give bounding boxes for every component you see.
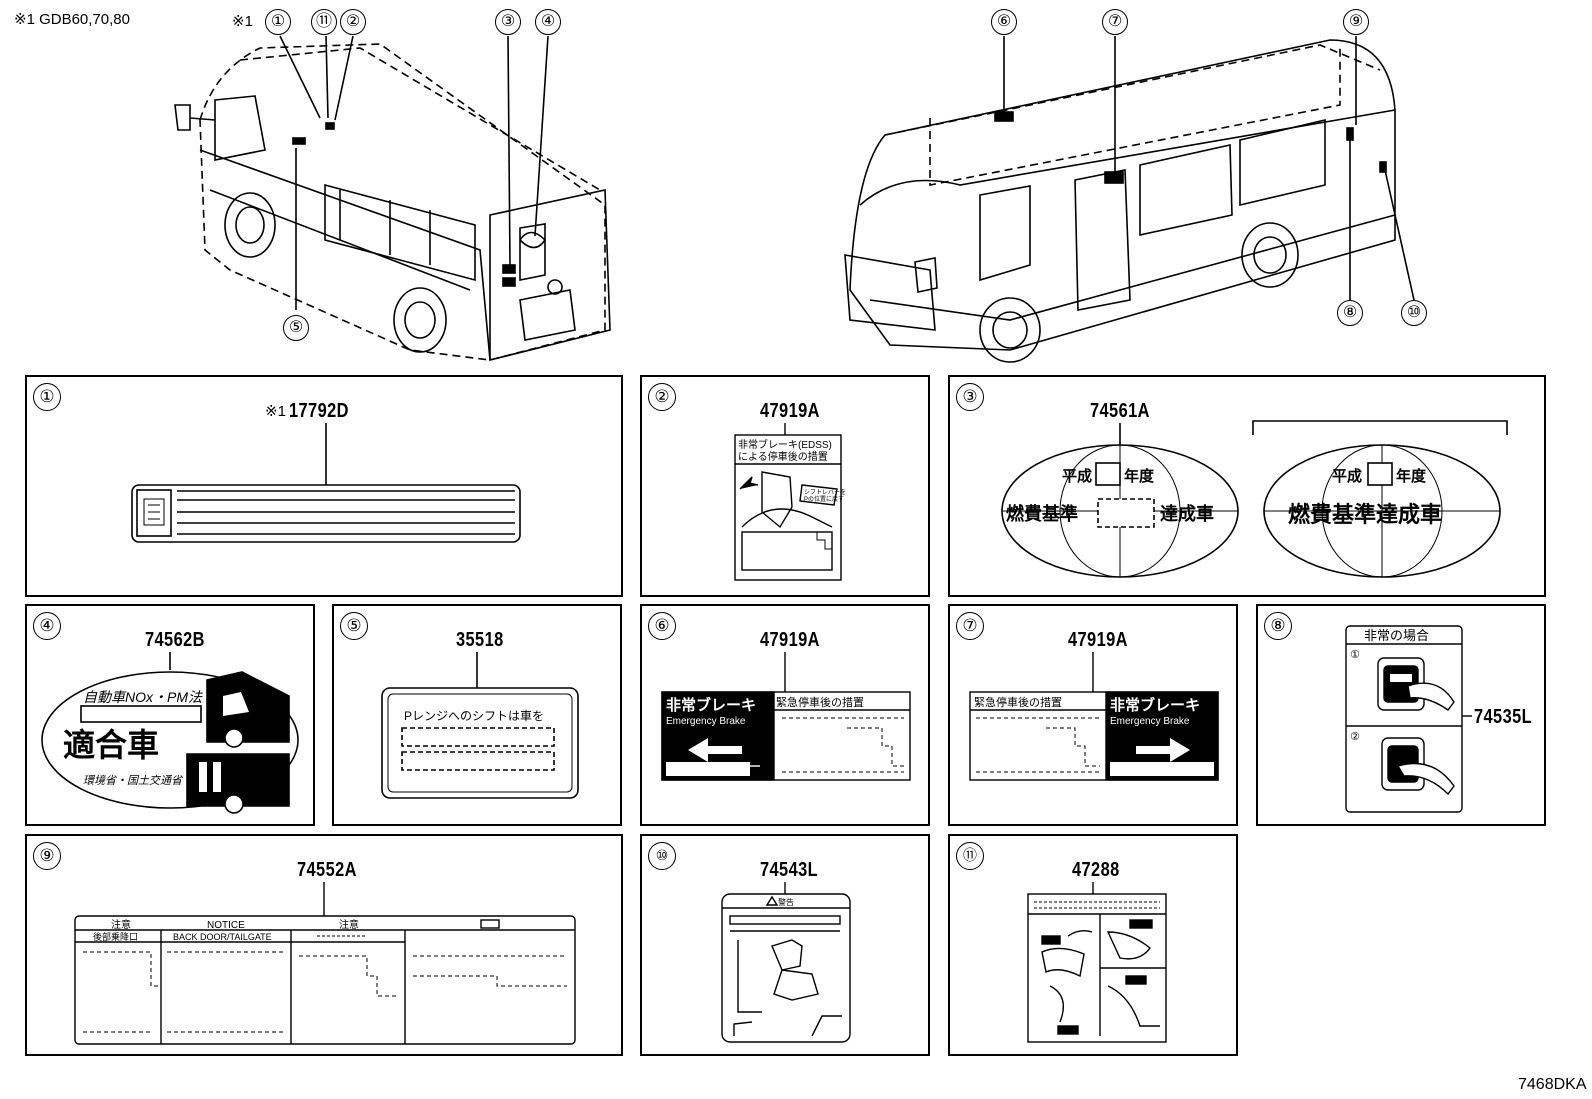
p4-line2: 適合車 xyxy=(63,727,159,763)
panel-7-number: ⑦ xyxy=(956,612,984,640)
label-74552A-back-door: 注意 NOTICE 注意 後部乗降口 BACK DOOR/TAILGATE xyxy=(74,882,576,1045)
panel-10-number: ⑩ xyxy=(648,842,676,870)
panel-10-part-number: 74543L xyxy=(760,859,819,881)
p4-line1: 自動車NOx・PM法 xyxy=(83,689,203,705)
label-35518-shift: Pレンジへのシフトは車を xyxy=(381,652,579,799)
panel-4-part-number: 74562B xyxy=(145,629,205,651)
p6-header: 緊急停車後の措置 xyxy=(776,695,864,709)
panel-6-number: ⑥ xyxy=(648,612,676,640)
panel-1: ① ※1 17792D xyxy=(25,375,623,597)
p7-title-jp: 非常ブレーキ xyxy=(1110,696,1200,714)
p8-step2: ② xyxy=(1350,731,1360,743)
p3-heisei-right: 平成 xyxy=(1332,467,1362,485)
panel-11-part-number: 47288 xyxy=(1072,859,1120,881)
panel-3-number: ③ xyxy=(956,383,984,411)
p9-h2: NOTICE xyxy=(207,920,245,931)
panel-9-number: ⑨ xyxy=(33,842,61,870)
panel-2: ② 47919A 非常ブレーキ(EDSS) による停車後の措置 シフトレバーを … xyxy=(640,375,930,597)
p9-sub1: 後部乗降口 xyxy=(93,931,138,942)
callout-3: ③ xyxy=(495,9,521,35)
label-47919A-emergency-left: 非常ブレーキ Emergency Brake 緊急停車後の措置 xyxy=(661,652,911,781)
callout-9: ⑨ xyxy=(1343,9,1369,35)
panel-1-number: ① xyxy=(33,383,61,411)
panel-9-part-number: 74552A xyxy=(297,859,357,881)
panel-9: ⑨ 74552A 注意 NOTICE 注意 後部乗降口 BA xyxy=(25,834,623,1056)
p6-title-en: Emergency Brake xyxy=(666,716,746,727)
p10-warn: 警告 xyxy=(778,897,794,907)
p8-step1: ① xyxy=(1350,649,1360,661)
p7-header: 緊急停車後の措置 xyxy=(974,695,1062,709)
p6-title-jp: 非常ブレーキ xyxy=(666,696,756,714)
panel-11: ⑪ 47288 xyxy=(948,834,1238,1056)
p9-sub2: BACK DOOR/TAILGATE xyxy=(173,932,272,942)
panel-4: ④ 74562B 自動車NOx・PM法 適合車 環境省・国土交通省 xyxy=(25,604,315,826)
p9-h1: 注意 xyxy=(111,918,131,931)
p8-title: 非常の場合 xyxy=(1364,628,1429,643)
panel-3-part-number: 74561A xyxy=(1090,400,1150,422)
panel-5-number: ⑤ xyxy=(340,612,368,640)
panel-2-number: ② xyxy=(648,383,676,411)
label-47288-instruction xyxy=(1027,882,1167,1043)
bus-rear-view xyxy=(174,43,611,362)
p2-bubble2: Pの位置に戻す xyxy=(804,495,844,503)
panel-6-part-number: 47919A xyxy=(760,629,820,651)
panel-11-number: ⑪ xyxy=(956,842,984,870)
p2-line2: による停車後の措置 xyxy=(738,450,828,463)
panel-8: ⑧ 74535L 非常の場合 ① ② xyxy=(1256,604,1546,826)
panel-5-part-number: 35518 xyxy=(456,629,504,651)
callout-5: ⑤ xyxy=(283,315,309,341)
callout-2: ② xyxy=(340,9,366,35)
callout-4: ④ xyxy=(535,9,561,35)
label-17792D-drawing xyxy=(131,423,521,543)
panel-5: ⑤ 35518 Pレンジへのシフトは車を xyxy=(332,604,622,826)
p3-nendo-right: 年度 xyxy=(1396,467,1427,485)
panel-3: ③ 74561A 平成 年度 燃費基準 xyxy=(948,375,1546,597)
callout-6: ⑥ xyxy=(991,9,1017,35)
label-74535L-emergency-exit: 非常の場合 ① ② xyxy=(1345,625,1472,813)
p9-h3: 注意 xyxy=(339,918,359,931)
p7-title-en: Emergency Brake xyxy=(1110,716,1190,727)
label-74562B-nox-pm: 自動車NOx・PM法 適合車 環境省・国土交通省 xyxy=(41,652,299,814)
callout-7: ⑦ xyxy=(1102,9,1128,35)
p2-bubble1: シフトレバーを xyxy=(804,489,846,496)
p2-line1: 非常ブレーキ(EDSS) xyxy=(738,438,832,451)
callout-10: ⑩ xyxy=(1401,300,1427,326)
p3-left-a: 燃費基準 xyxy=(1006,503,1078,524)
bus-front-view xyxy=(844,39,1396,363)
callout-1: ① xyxy=(265,9,291,35)
panel-2-part-number: 47919A xyxy=(760,400,820,422)
diagram-code: 7468DKA xyxy=(1518,1076,1587,1093)
callout-8: ⑧ xyxy=(1337,300,1363,326)
label-47919A-edss: 非常ブレーキ(EDSS) による停車後の措置 シフトレバーを Pの位置に戻す xyxy=(734,423,846,581)
callout-11: ⑪ xyxy=(311,9,337,35)
panel-4-number: ④ xyxy=(33,612,61,640)
applicability-note: ※1 GDB60,70,80 xyxy=(14,11,130,28)
panel-10: ⑩ 74543L 警告 xyxy=(640,834,930,1056)
p3-left-b: 達成車 xyxy=(1160,503,1214,524)
callout-prefix: ※1 xyxy=(232,13,253,30)
p3-nendo-left: 年度 xyxy=(1124,467,1155,485)
label-74543L-warning: 警告 xyxy=(721,882,851,1043)
panel-8-part-number: 74535L xyxy=(1474,706,1533,728)
p3-heisei-left: 平成 xyxy=(1062,467,1092,485)
label-47919A-emergency-right: 緊急停車後の措置 非常ブレーキ Emergency Brake xyxy=(969,652,1219,781)
p5-line1: Pレンジへのシフトは車を xyxy=(404,709,544,723)
panel-7: ⑦ 47919A 緊急停車後の措置 非常ブレーキ Emergency Brake xyxy=(948,604,1238,826)
panel-7-part-number: 47919A xyxy=(1068,629,1128,651)
panel-6: ⑥ 47919A 非常ブレーキ Emergency Brake 緊急停車後の措置 xyxy=(640,604,930,826)
bus-drawings xyxy=(174,35,1415,363)
p4-line3: 環境省・国土交通省 xyxy=(83,774,184,787)
panel-1-part-prefix: ※1 xyxy=(265,403,286,420)
panel-1-part-number: 17792D xyxy=(289,400,349,422)
panel-8-number: ⑧ xyxy=(1264,612,1292,640)
p3-right-full: 燃費基準達成車 xyxy=(1288,502,1442,527)
label-74561A-fuel-efficiency: 平成 年度 燃費基準 達成車 平成 年度 燃費基準達成車 xyxy=(1001,420,1508,578)
